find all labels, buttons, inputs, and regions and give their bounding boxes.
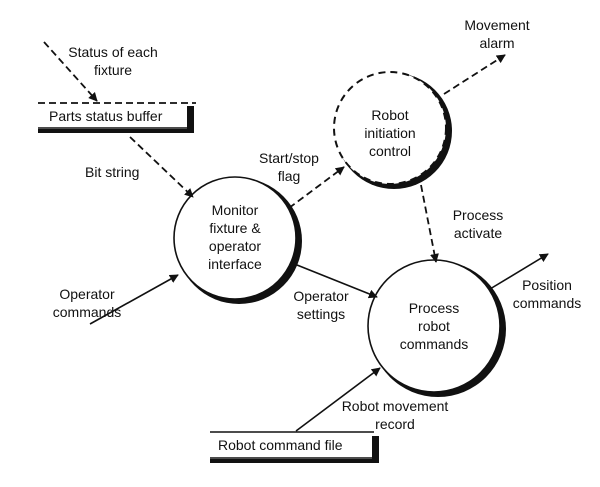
movement-alarm-flow-arrow <box>443 54 506 95</box>
status-fixture-flow-arrow <box>43 41 98 102</box>
operator-commands-flow-label: Operator commands <box>52 286 122 320</box>
status-fixture-flow-label: Status of each fixture <box>68 44 158 78</box>
movement-alarm-flow-label: Movement alarm <box>464 17 530 51</box>
bit-string-flow-arrow <box>129 136 194 198</box>
command-file-store-shadow-bottom <box>210 459 379 463</box>
operator-settings-flow-arrow <box>296 264 378 299</box>
robot-init-process-circle <box>333 71 447 185</box>
parts-status-store-label: Parts status buffer <box>49 108 163 124</box>
robot-movement-record-flow-arrow <box>295 367 381 432</box>
position-commands-flow-arrow <box>489 253 549 290</box>
process-activate-flow-label: Process activate <box>452 207 504 241</box>
bit-string-flow-label: Bit string <box>85 164 140 180</box>
robot-movement-record-flow-label: Robot movement record <box>341 398 449 432</box>
start-stop-flow-label: Start/stop flag <box>259 150 319 184</box>
operator-commands-flow-arrow <box>89 274 179 325</box>
parts-status-store-shadow-bottom <box>38 129 194 133</box>
command-file-store-label: Robot command file <box>218 437 343 453</box>
monitor-process-label: Monitor fixture & operator interface <box>208 202 262 272</box>
position-commands-flow-label: Position commands <box>512 277 582 311</box>
start-stop-flow-arrow <box>288 166 345 209</box>
parts-status-store-shadow-right <box>187 106 194 133</box>
robot-init-process-label: Robot initiation control <box>364 107 416 159</box>
process-activate-flow-arrow <box>420 184 439 263</box>
monitor-process-circle <box>173 176 297 300</box>
command-file-store-shadow-right <box>372 436 379 463</box>
operator-settings-flow-label: Operator settings <box>293 288 349 322</box>
process-robot-process-label: Process robot commands <box>399 300 469 352</box>
